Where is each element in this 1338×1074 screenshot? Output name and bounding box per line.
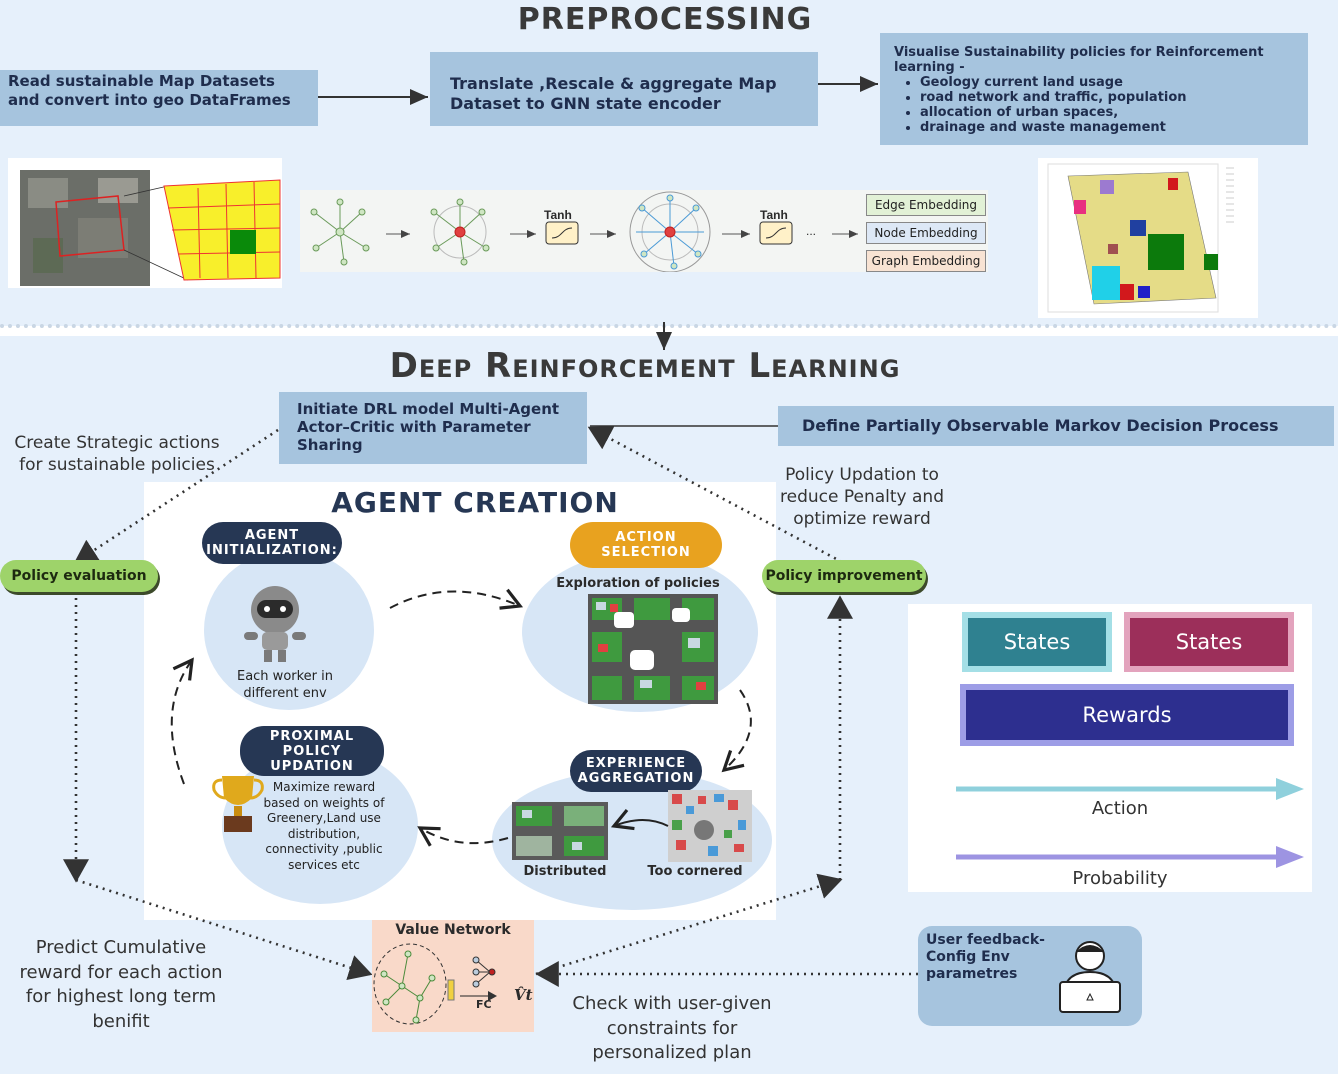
pomdp-box: Define Partially Observable Markov Decis… [778, 406, 1334, 446]
legend-action-label: Action [1091, 798, 1149, 819]
city-grid-image [588, 594, 718, 704]
arrow-action-to-experience [721, 689, 752, 773]
initiate-drl-box: Initiate DRL model Multi-Agent Actor–Cri… [279, 392, 587, 464]
gnn-encoder-strip: Tanh Tanh ... Edge Embedding Node Embedd… [300, 190, 988, 272]
translate-box: Translate ,Rescale & aggregate Map Datas… [430, 52, 818, 126]
create-strategic-text: Create Strategic actions for sustainable… [14, 433, 220, 475]
arrow-init-to-action [389, 588, 524, 610]
edge-embedding-box: Edge Embedding [866, 194, 986, 216]
distributed-label: Distributed [523, 864, 607, 879]
arrow-value-to-improvement [535, 873, 843, 976]
arrow-proximal-to-init [170, 657, 194, 785]
policy-evaluation-pill: Policy evaluation [0, 560, 158, 592]
fc-label: FC [476, 998, 492, 1011]
predict-cumulative-text: Predict Cumulative reward for each actio… [19, 937, 223, 1032]
legend-states-2-label: States [1130, 618, 1288, 666]
distributed-city-image [512, 802, 608, 860]
arrow-distributed-to-proximal [417, 826, 509, 847]
legend-states-maroon: States [1124, 612, 1294, 672]
node-embedding-box: Node Embedding [866, 222, 986, 244]
visualise-item: allocation of urban spaces, [920, 105, 1294, 120]
visualise-item: Geology current land usage [920, 75, 1294, 90]
policy-updation-text: Policy Updation to reduce Penalty and op… [780, 465, 944, 529]
legend-probability-label: Probability [1072, 868, 1168, 889]
trophy-icon [210, 772, 266, 836]
agent-initialization-label: AGENT INITIALIZATION: [202, 522, 342, 564]
tanh-label-2: Tanh [760, 208, 788, 222]
graph-2-icon [430, 198, 490, 266]
user-laptop-icon [1054, 936, 1126, 1016]
proximal-caption: Maximize reward based on weights of Gree… [263, 780, 385, 872]
agent-creation-title: AGENT CREATION [331, 486, 619, 519]
ellipsis-label: ... [806, 224, 817, 238]
policy-map-image [1038, 158, 1258, 318]
init-caption: Each worker in different env [236, 669, 334, 701]
policy-improvement-pill: Policy improvement [762, 560, 926, 592]
legend-arrows [956, 778, 1304, 868]
graph-3-icon [629, 191, 711, 272]
value-network-box: Value Network FC V̂t [372, 920, 534, 1032]
too-cornered-city-image [668, 790, 752, 862]
read-datasets-box: Read sustainable Map Datasets and conver… [0, 70, 318, 126]
visualise-list: Geology current land usage road network … [894, 75, 1294, 135]
visualise-item: drainage and waste management [920, 120, 1294, 135]
legend-states-teal: States [962, 612, 1112, 672]
legend-rewards-label: Rewards [966, 690, 1288, 740]
user-feedback-text: User feedback- Config Env parametres [926, 932, 1045, 982]
drl-title: Deep Reinforcement Learning [389, 346, 901, 386]
preprocessing-title: PREPROCESSING [517, 2, 813, 37]
init-blob [204, 550, 374, 710]
value-network-title: Value Network [395, 922, 511, 938]
action-selection-label: ACTION SELECTION [570, 522, 722, 568]
arrow-evaluation-to-value [75, 878, 373, 981]
visualise-item: road network and traffic, population [920, 90, 1294, 105]
too-cornered-label: Too cornered [647, 864, 743, 879]
visualise-title: Visualise Sustainability policies for Re… [894, 45, 1264, 75]
arrow-initiate-to-evaluation [73, 428, 279, 564]
user-feedback-box: User feedback- Config Env parametres [918, 926, 1142, 1026]
graph-embedding-box: Graph Embedding [866, 250, 986, 272]
arrow-improvement-to-initiate [587, 426, 843, 564]
arrow-cornered-to-distributed [610, 809, 669, 831]
legend-states-1-label: States [968, 618, 1106, 666]
check-user-text: Check with user-given constraints for pe… [572, 993, 772, 1063]
proximal-policy-label: PROXIMAL POLICY UPDATION [240, 726, 384, 776]
satellite-map-image [8, 158, 282, 288]
v-hat-label: V̂t [514, 986, 533, 1004]
robot-icon [230, 580, 320, 666]
legend-rewards: Rewards [960, 684, 1294, 746]
action-caption: Exploration of policies [556, 576, 720, 591]
tanh-label-1: Tanh [544, 208, 572, 222]
preprocessing-arrows [318, 76, 878, 350]
section-separator [0, 324, 1338, 328]
graph-1-icon [310, 198, 370, 266]
visualise-box: Visualise Sustainability policies for Re… [880, 33, 1308, 145]
experience-aggregation-label: EXPERIENCE AGGREGATION [570, 750, 702, 792]
